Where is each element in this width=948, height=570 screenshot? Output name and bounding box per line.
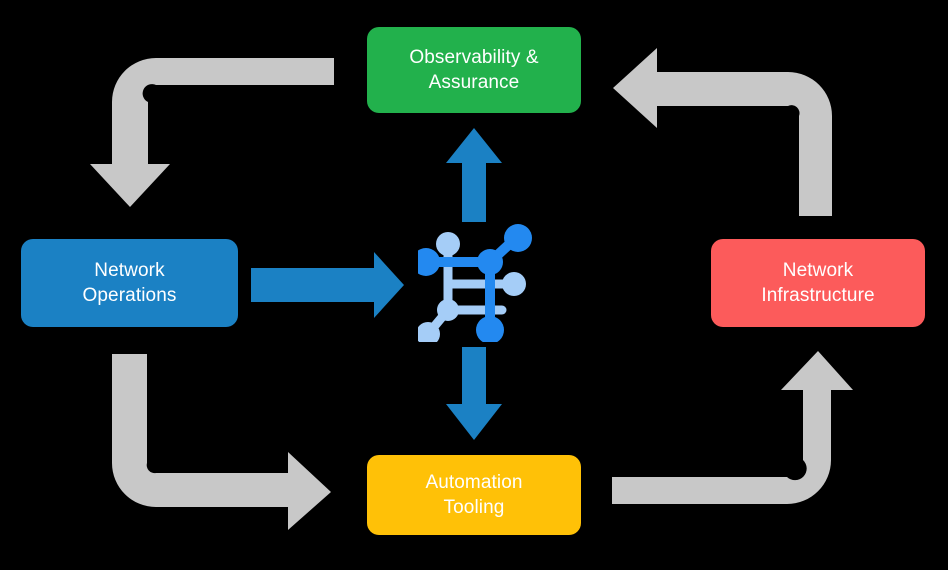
topology-node-left [412, 248, 440, 276]
topology-node-hub [477, 249, 503, 275]
arrow-automation-to-infrastructure [612, 351, 853, 504]
topology-node-topright [504, 224, 532, 252]
topology-node-right-light [502, 272, 526, 296]
arrow-operations-to-automation [112, 354, 331, 530]
node-label-network-operations: Network Operations [82, 259, 177, 306]
arrow-center-to-observability [446, 128, 502, 222]
node-automation-tooling[interactable]: Automation Tooling [367, 455, 581, 535]
node-label-network-infrastructure: Network Infrastructure [761, 259, 875, 306]
arrow-operations-to-center [251, 252, 404, 318]
topology-node-bottom [476, 316, 504, 344]
topology-node-mid-light [437, 299, 459, 321]
network-topology-icon-svg [412, 224, 532, 346]
topology-node-top-light [436, 232, 460, 256]
network-topology-icon [412, 222, 538, 346]
arrow-center-to-automation [446, 347, 502, 440]
topology-node-bottomleft-light [416, 322, 440, 346]
arrow-observability-to-operations [90, 58, 334, 207]
topology-nodes [412, 224, 532, 346]
node-observability-assurance[interactable]: Observability & Assurance [367, 27, 581, 113]
node-label-automation-tooling: Automation Tooling [425, 471, 523, 518]
node-network-operations[interactable]: Network Operations [21, 239, 238, 327]
node-network-infrastructure[interactable]: Network Infrastructure [711, 239, 925, 327]
node-label-observability: Observability & Assurance [409, 46, 539, 93]
arrow-infrastructure-to-observability [613, 48, 832, 216]
